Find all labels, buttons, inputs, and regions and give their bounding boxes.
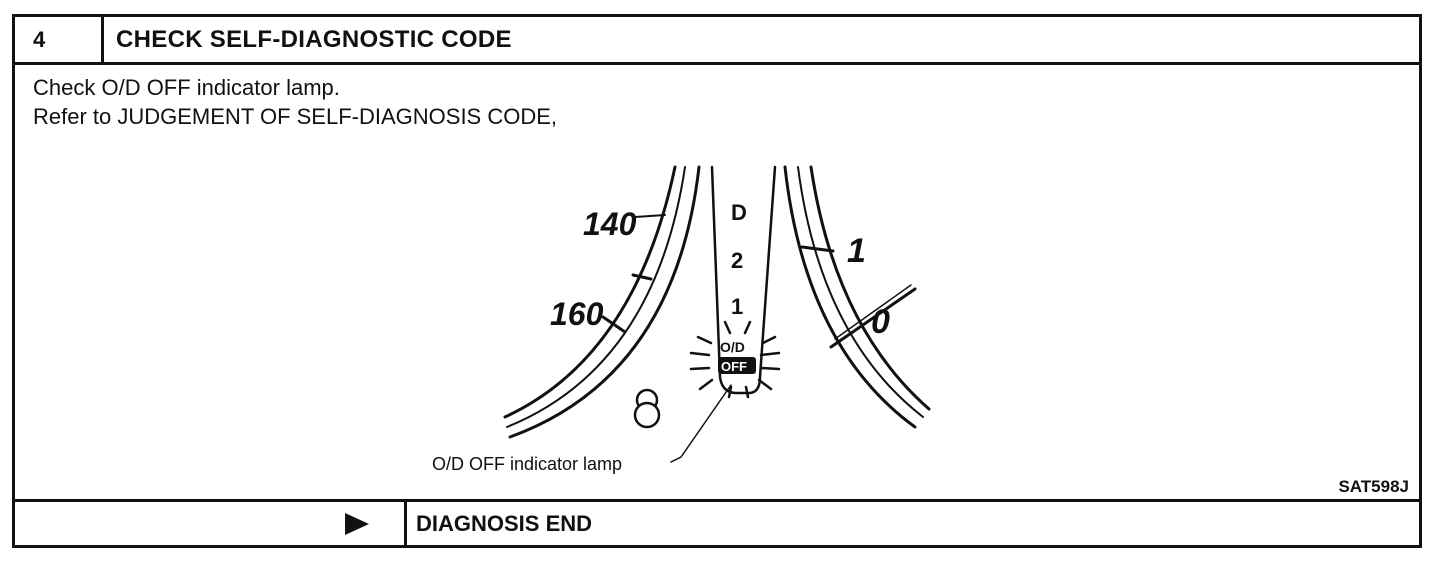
procedure-header: 4 CHECK SELF-DIAGNOSTIC CODE — [15, 17, 1419, 65]
lamp-label-od: O/D — [720, 339, 745, 355]
tach-label-0: 0 — [871, 303, 890, 341]
lamp-glow-rays — [689, 320, 781, 399]
gear-label-1: 1 — [731, 294, 743, 319]
instruction-line-2: Refer to JUDGEMENT OF SELF-DIAGNOSIS COD… — [33, 104, 558, 129]
step-number: 4 — [15, 17, 104, 62]
speed-tick-140 — [634, 214, 666, 218]
procedure-box: 4 CHECK SELF-DIAGNOSTIC CODE Check O/D O… — [12, 14, 1422, 548]
footer-arrow-cell — [15, 502, 407, 545]
gear-label-2: 2 — [731, 248, 743, 273]
play-arrow-icon — [345, 513, 369, 535]
instrument-cluster-illustration: 140 160 D 2 1 O/D OFF 1 0 O/D OFF indica… — [432, 165, 931, 474]
procedure-footer: DIAGNOSIS END — [15, 499, 1419, 545]
tachometer-arc-inner — [809, 165, 931, 411]
gear-label-d: D — [731, 200, 747, 225]
speedometer-arc-inner — [508, 165, 701, 439]
diagnosis-result: DIAGNOSIS END — [416, 511, 593, 536]
instruction-text: Check O/D OFF indicator lamp. Refer to J… — [33, 73, 557, 131]
tachometer-arc-mid — [797, 166, 924, 418]
callout-label: O/D OFF indicator lamp — [432, 454, 622, 474]
tach-label-1: 1 — [847, 232, 866, 270]
instruction-line-1: Check O/D OFF indicator lamp. — [33, 75, 340, 100]
lamp-off-badge — [718, 357, 756, 374]
speed-tick-160 — [601, 315, 627, 334]
lamp-label-off: OFF — [721, 359, 747, 374]
figure-code: SAT598J — [1338, 477, 1409, 496]
tach-needle-edge — [834, 284, 912, 340]
tachometer-arc-outer — [783, 165, 917, 429]
trip-knob-front — [633, 401, 661, 429]
step-title: CHECK SELF-DIAGNOSTIC CODE — [116, 26, 512, 53]
speed-tick-mid — [631, 273, 653, 281]
speed-label-160: 160 — [550, 296, 604, 332]
callout-leader-line — [670, 384, 732, 463]
tach-needle — [829, 287, 917, 349]
speed-label-140: 140 — [583, 206, 637, 242]
gear-panel-outline — [710, 165, 777, 395]
tach-tick-1 — [800, 245, 835, 253]
